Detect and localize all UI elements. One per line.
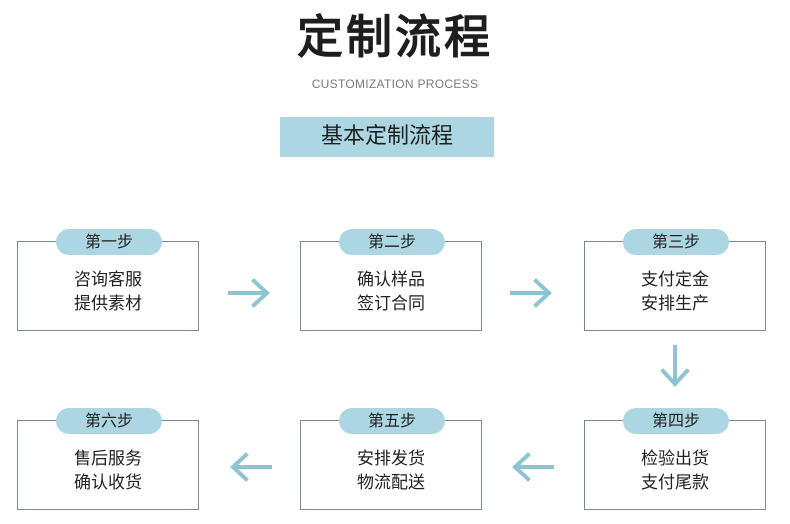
step-5-line-1: 安排发货 [357, 449, 425, 469]
step-5-box: 第五步 安排发货 物流配送 [300, 408, 482, 510]
page-subtitle: CUSTOMIZATION PROCESS [311, 77, 479, 91]
step-6-label: 第六步 [56, 408, 162, 434]
step-5-label: 第五步 [339, 408, 445, 434]
step-2-description: 确认样品 签订合同 [301, 268, 481, 316]
step-1-line-2: 提供素材 [74, 294, 142, 314]
step-3-box: 第三步 支付定金 安排生产 [584, 229, 766, 331]
step-4-line-2: 支付尾款 [641, 473, 709, 493]
step-2-box: 第二步 确认样品 签订合同 [300, 229, 482, 331]
step-2-label: 第二步 [339, 229, 445, 255]
step-4-description: 检验出货 支付尾款 [585, 447, 765, 495]
step-2-line-1: 确认样品 [357, 270, 425, 290]
step-2-line-2: 签订合同 [357, 294, 425, 314]
step-1-label: 第一步 [56, 229, 162, 255]
step-4-label: 第四步 [623, 408, 729, 434]
step-1-box: 第一步 咨询客服 提供素材 [17, 229, 199, 331]
step-6-box: 第六步 售后服务 确认收货 [17, 408, 199, 510]
step-6-line-2: 确认收货 [74, 473, 142, 493]
arrow-right-icon [228, 278, 270, 308]
step-1-line-1: 咨询客服 [74, 270, 142, 290]
section-banner: 基本定制流程 [280, 117, 494, 157]
step-4-box: 第四步 检验出货 支付尾款 [584, 408, 766, 510]
step-6-description: 售后服务 确认收货 [18, 447, 198, 495]
step-3-line-2: 安排生产 [641, 294, 709, 314]
step-4-line-1: 检验出货 [641, 449, 709, 469]
arrow-down-icon [660, 345, 690, 387]
page-title: 定制流程 [297, 10, 493, 64]
step-3-line-1: 支付定金 [641, 270, 709, 290]
arrow-right-icon [510, 278, 552, 308]
step-3-label: 第三步 [623, 229, 729, 255]
step-3-description: 支付定金 安排生产 [585, 268, 765, 316]
arrow-left-icon [512, 452, 554, 482]
arrow-left-icon [230, 452, 272, 482]
step-6-line-1: 售后服务 [74, 449, 142, 469]
step-1-description: 咨询客服 提供素材 [18, 268, 198, 316]
step-5-line-2: 物流配送 [357, 473, 425, 493]
step-5-description: 安排发货 物流配送 [301, 447, 481, 495]
